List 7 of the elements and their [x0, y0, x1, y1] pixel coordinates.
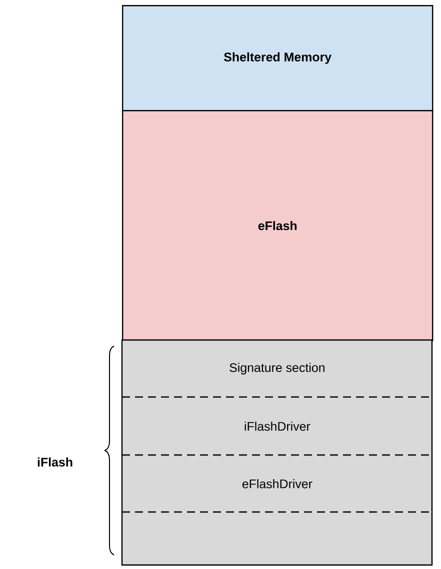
memory-block: eFlash [122, 110, 434, 342]
memory-section: iFlashDriver [122, 397, 432, 456]
memory-section: eFlashDriver [122, 455, 432, 512]
brace-label: iFlash [38, 457, 72, 467]
memory-block: Sheltered Memory [122, 5, 434, 112]
memory-section: Signature section [122, 340, 432, 398]
empty-section [122, 512, 432, 566]
